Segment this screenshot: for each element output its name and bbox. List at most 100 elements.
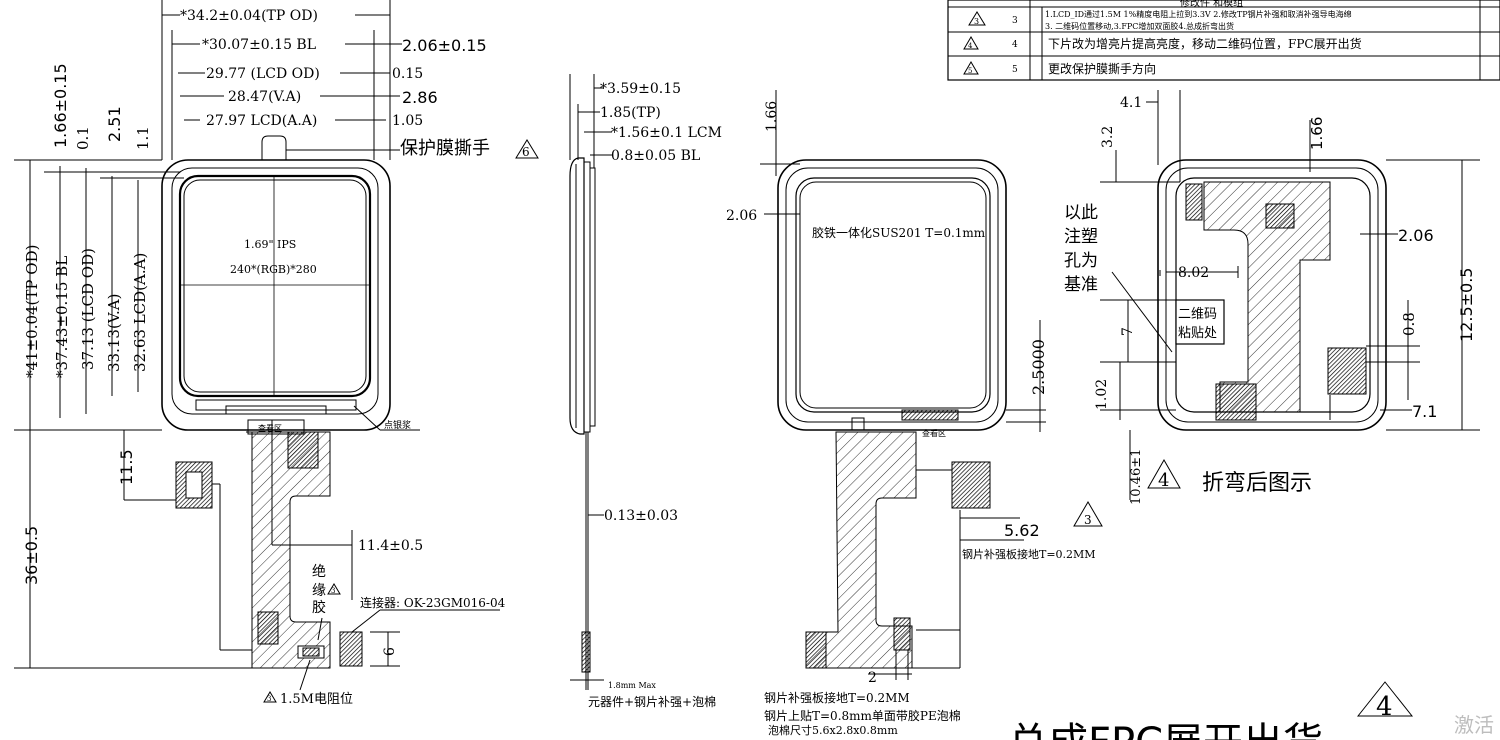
- insulation-label-3: 胶: [312, 599, 326, 616]
- peel-tab: [261, 135, 287, 160]
- revision-row-3-rev: 3: [1012, 16, 1018, 26]
- fpc-stiffener-top: [287, 431, 319, 469]
- bent-dim-102: 1.02: [1094, 379, 1110, 410]
- frame-material-label: 胶铁一体化SUS201 T=0.1mm: [812, 225, 986, 240]
- revision-row-5-text: 更改保护膜撕手方向: [1048, 61, 1156, 76]
- back-dim-206: 2.06: [726, 208, 757, 224]
- bent-dim-7: 7: [1120, 327, 1136, 336]
- footer: 4 总成FPC展开出货 激活: [1008, 681, 1494, 740]
- va-outline: [178, 174, 372, 398]
- back-outline: [777, 159, 1007, 431]
- bent-view: 二维码 粘贴处 以此 注塑 孔为 基准 4.1 3.2 1.66 2.06 8.…: [1064, 90, 1480, 505]
- back-dim-two: 2: [868, 670, 877, 686]
- back-dim-25: 2.5000: [1029, 339, 1048, 395]
- silver-paste-label: 点银浆: [384, 419, 411, 431]
- dim-105: 1.05: [392, 113, 423, 129]
- side-profile: [569, 157, 585, 435]
- dim-166: 1.66±0.15: [51, 63, 70, 148]
- bent-dim-166: 1.66: [1308, 117, 1326, 150]
- back-pads: [893, 617, 911, 651]
- peel-tab-rev: 6: [522, 145, 530, 159]
- bent-dim-206: 2.06: [1398, 226, 1434, 245]
- insulation-label-2: 缘: [312, 583, 326, 599]
- front-top-dimensions: *34.2±0.04(TP OD) *30.07±0.15 BL 2.06±0.…: [161, 0, 487, 160]
- revision-row-5: 5 5 更改保护膜撕手方向: [963, 61, 1156, 76]
- dim-bl-width: *30.07±0.15 BL: [202, 37, 316, 53]
- back-note-2: 钢片上贴T=0.8mm单面带胶PE泡棉: [764, 708, 961, 723]
- footer-rev-symbol: 4: [1376, 692, 1393, 722]
- datum-note-1: 以此: [1064, 203, 1098, 223]
- dim-tp-od-height: *41±0.04(TP OD): [23, 245, 41, 378]
- back-dim-166: 1.66: [764, 101, 780, 132]
- revision-table-header: 修改件 和模组: [1180, 0, 1243, 9]
- datum-note-4: 基准: [1064, 275, 1098, 295]
- dim-side-max: 1.8mm Max: [608, 681, 656, 690]
- back-note-1: 钢片补强板接地T=0.2MM: [764, 690, 910, 705]
- bent-foam: [1215, 383, 1257, 421]
- back-note-3: 泡棉尺寸5.6x2.8x0.8mm: [768, 723, 898, 737]
- screen-size-label: 1.69" IPS: [244, 238, 296, 251]
- dim-36: 36±0.5: [22, 526, 41, 585]
- resolution-label: 240*(RGB)*280: [230, 263, 317, 276]
- bent-dim-125: 12.5±0.5: [1457, 268, 1476, 342]
- dim-fpc-length: 11.4±0.5: [358, 538, 423, 554]
- bent-stiffener-right: [1327, 347, 1367, 395]
- revision-row-5-rev: 5: [1012, 65, 1018, 75]
- revision-row-3: 3 3 1.LCD_ID通过1.5M 1%精度电阻上拉到3.3V 2.修改TP钢…: [968, 9, 1352, 31]
- dim-side-bl: 0.8±0.05 BL: [611, 148, 700, 164]
- dim-side-lcm: *1.56±0.1 LCM: [611, 125, 722, 141]
- bent-dim-41: 4.1: [1120, 95, 1142, 111]
- revision-row-3-text-1: 1.LCD_ID通过1.5M 1%精度电阻上拉到3.3V 2.修改TP钢片补强和…: [1045, 9, 1352, 19]
- dim-015: 0.15: [392, 66, 423, 82]
- back-fpc-tail: [805, 431, 917, 669]
- dim-side-tp: 1.85(TP): [600, 105, 661, 121]
- dim-six: 6: [382, 647, 398, 656]
- dim-251: 2.51: [105, 106, 124, 142]
- bent-dim-71: 7.1: [1412, 402, 1437, 421]
- bent-dim-08: 0.8: [1400, 312, 1418, 336]
- dim-aa-width: 27.97 LCD(A.A): [206, 113, 317, 129]
- resistor-label: 1.5M电阻位: [280, 692, 353, 707]
- dim-bl-height: *37.43±0.15 BL: [53, 256, 71, 378]
- dim-lcd-od-width: 29.77 (LCD OD): [206, 66, 320, 82]
- dim-side-fpc: 0.13±0.03: [604, 508, 678, 524]
- revision-row-5-symbol: 5: [968, 67, 972, 75]
- side-connector: [581, 631, 591, 673]
- bent-caption-rev: 4: [1158, 470, 1169, 491]
- bent-dim-32: 3.2: [1100, 126, 1116, 148]
- aa-outline: [183, 179, 367, 393]
- footer-title: 总成FPC展开出货: [1008, 720, 1323, 740]
- dim-va-width: 28.47(V.A): [228, 89, 301, 105]
- revision-table: 修改件 和模组 3 3 1.LCD_ID通过1.5M 1%精度电阻上拉到3.3V…: [947, 0, 1500, 81]
- ic-area-label: 查看区: [258, 423, 282, 433]
- back-view: 胶铁一体化SUS201 T=0.1mm 查看区 1.66 2.06 2.5000…: [726, 90, 1103, 737]
- dim-11: 1.1: [134, 126, 152, 150]
- fpc-tail: [246, 431, 331, 669]
- dim-tp-od-width: *34.2±0.04(TP OD): [180, 8, 318, 24]
- dim-side-total: *3.59±0.15: [600, 81, 681, 97]
- back-ic: [901, 409, 959, 421]
- dim-115: 11.5: [117, 449, 136, 485]
- side-view: *3.59±0.15 1.85(TP) *1.56±0.1 LCM 0.8±0.…: [569, 74, 722, 709]
- dim-aa-height: 32.63 LCD(A.A): [131, 253, 149, 372]
- qr-label-1: 二维码: [1178, 307, 1217, 322]
- revision-row-3-text-2: 3. 二维码位置移动,3.FPC增加双面胶4.总成折弯出货: [1045, 21, 1234, 31]
- qr-label-2: 粘贴处: [1178, 326, 1217, 341]
- back-stiffener-ground: 钢片补强板接地T=0.2MM: [962, 547, 1096, 561]
- dim-286: 2.86: [402, 88, 438, 107]
- lcd-outline: [171, 167, 379, 415]
- driver-ic: [225, 405, 327, 415]
- dim-lcd-od-height: 37.13 (LCD OD): [79, 248, 97, 370]
- bent-stiffener-top: [1185, 183, 1203, 221]
- dim-01: 0.1: [74, 126, 92, 150]
- bent-dim-802: 8.02: [1178, 265, 1209, 281]
- connector-label: 连接器: OK-23GM016-04: [360, 595, 506, 610]
- bent-caption: 折弯后图示: [1202, 471, 1312, 496]
- qr-code-area: [1175, 299, 1225, 345]
- back-ic-label: 查看区: [922, 428, 946, 438]
- back-foam: [805, 631, 827, 669]
- back-dim-562: 5.62: [1004, 521, 1040, 540]
- revision-row-4: 4 4 下片改为增亮片提高亮度，移动二维码位置，FPC展开出货: [963, 36, 1362, 51]
- revision-row-4-rev: 4: [1012, 40, 1018, 50]
